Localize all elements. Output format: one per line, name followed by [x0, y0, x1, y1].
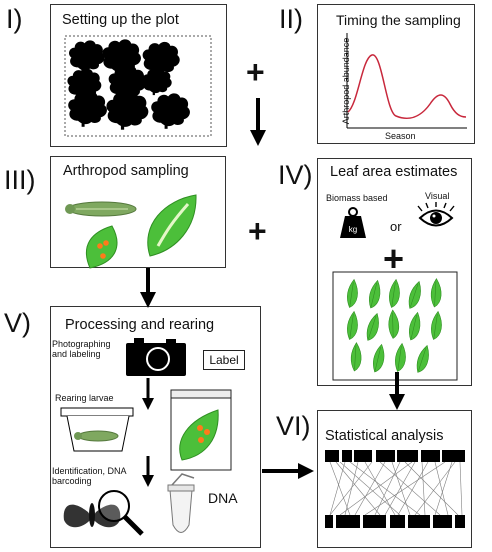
- leaf-with-mine-image: [147, 194, 197, 257]
- panel-title-statistics: Statistical analysis: [325, 428, 444, 444]
- numeral-iv: IV): [278, 160, 313, 190]
- svg-text:kg: kg: [349, 225, 357, 234]
- stat-bottom-gaps: [333, 515, 455, 528]
- visual-label: Visual: [425, 191, 450, 201]
- panel-title-leaf-area: Leaf area estimates: [330, 164, 458, 180]
- identification-label: Identification, DNA barcoding: [52, 466, 127, 486]
- camera-icon: [126, 338, 186, 376]
- numeral-iii: III): [4, 165, 36, 195]
- numeral-i: I): [6, 4, 23, 34]
- panel-title-processing: Processing and rearing: [65, 317, 215, 333]
- panel-title-plot: Setting up the plot: [62, 12, 179, 28]
- rearing-container-icon: [60, 407, 134, 452]
- dna-tube-icon: [167, 473, 195, 533]
- plot-boundary: [64, 35, 212, 137]
- tree-icons: [67, 39, 190, 130]
- plus-sign-top: +: [246, 54, 265, 90]
- plus-sign-middle: +: [248, 213, 267, 249]
- moth-and-magnifier-icon: [63, 490, 144, 536]
- caterpillar-image: [65, 201, 137, 217]
- weight-icon: kg: [340, 207, 366, 238]
- flow-arrows: [140, 98, 405, 479]
- eye-icon: [417, 202, 455, 227]
- or-label: or: [390, 219, 402, 234]
- dna-label: DNA: [208, 490, 238, 506]
- leaf-with-eggs-image: [85, 225, 118, 269]
- biomass-label: Biomass based: [326, 193, 388, 203]
- abundance-curve: [347, 54, 467, 119]
- panel-title-sampling: Arthropod sampling: [63, 163, 189, 179]
- bagged-leaf-icon: [170, 389, 232, 471]
- rearing-label: Rearing larvae: [55, 393, 114, 403]
- stat-links: [329, 461, 463, 516]
- plus-sign-leaf: +: [383, 238, 405, 279]
- panel-title-timing: Timing the sampling: [336, 12, 461, 28]
- stat-bottom-bar: [325, 515, 465, 528]
- numeral-v: V): [4, 308, 31, 338]
- label-box: Label: [203, 350, 245, 370]
- photo-label: Photographing and labeling: [52, 339, 111, 359]
- panel-timing: [317, 4, 475, 144]
- numeral-ii: II): [279, 4, 303, 34]
- stat-top-gaps: [339, 450, 442, 462]
- numeral-vi: VI): [276, 411, 311, 441]
- timing-xlabel: Season: [385, 131, 416, 141]
